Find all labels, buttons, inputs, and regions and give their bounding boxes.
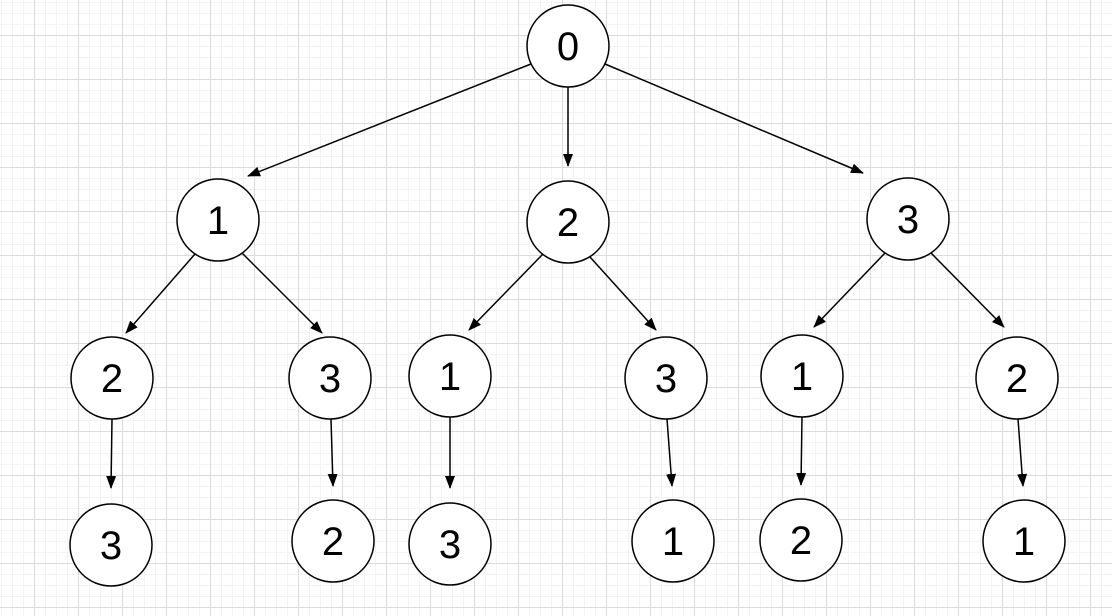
node-circle bbox=[982, 499, 1066, 583]
node-label: 1 bbox=[1013, 520, 1035, 564]
node-label: 3 bbox=[319, 357, 341, 401]
node-label: 2 bbox=[322, 520, 344, 564]
tree-node-n1[interactable]: 1 bbox=[176, 178, 260, 262]
node-circle bbox=[624, 336, 708, 420]
tree-edge-root-to-n3[interactable] bbox=[604, 63, 864, 174]
node-circle bbox=[288, 336, 372, 420]
node-circle bbox=[176, 178, 260, 262]
node-label: 2 bbox=[790, 519, 812, 563]
node-circle bbox=[760, 334, 844, 418]
tree-node-n3-1-2[interactable]: 2 bbox=[759, 498, 843, 582]
tree-edge-n1-to-n1-3[interactable] bbox=[241, 252, 323, 334]
tree-edge-n3-1-to-n3-1-2[interactable] bbox=[796, 416, 807, 486]
node-circle bbox=[526, 180, 610, 264]
node-label: 2 bbox=[1006, 357, 1028, 401]
tree-edge-n3-to-n3-1[interactable] bbox=[813, 252, 886, 328]
tree-node-n1-2-3[interactable]: 3 bbox=[69, 503, 153, 587]
node-circle bbox=[526, 4, 610, 88]
node-label: 1 bbox=[791, 355, 813, 399]
nodes-layer: 0 1 2 3 2 3 1 3 1 2 3 2 3 1 2 1 bbox=[69, 4, 1066, 587]
node-circle bbox=[291, 499, 375, 583]
node-circle bbox=[631, 499, 715, 583]
tree-node-n3[interactable]: 3 bbox=[866, 177, 950, 261]
node-circle bbox=[408, 334, 492, 418]
node-circle bbox=[759, 498, 843, 582]
node-label: 1 bbox=[662, 520, 684, 564]
tree-edge-n1-2-to-n1-2-3[interactable] bbox=[106, 418, 117, 489]
tree-edge-n2-to-n2-1[interactable] bbox=[468, 253, 544, 331]
tree-node-n2-3-1[interactable]: 1 bbox=[631, 499, 715, 583]
node-label: 3 bbox=[439, 523, 461, 567]
tree-edge-n2-3-to-n2-3-1[interactable] bbox=[666, 418, 677, 487]
node-circle bbox=[975, 336, 1059, 420]
node-circle bbox=[70, 336, 154, 420]
tree-node-n2-1[interactable]: 1 bbox=[408, 334, 492, 418]
node-label: 3 bbox=[100, 524, 122, 568]
tree-node-n3-1[interactable]: 1 bbox=[760, 334, 844, 418]
tree-node-n2-1-3[interactable]: 3 bbox=[408, 502, 492, 586]
node-circle bbox=[69, 503, 153, 587]
tree-node-n2[interactable]: 2 bbox=[526, 180, 610, 264]
node-circle bbox=[408, 502, 492, 586]
tree-node-root[interactable]: 0 bbox=[526, 4, 610, 88]
tree-edge-n1-3-to-n1-3-2[interactable] bbox=[327, 418, 338, 487]
tree-node-n1-3-2[interactable]: 2 bbox=[291, 499, 375, 583]
node-label: 2 bbox=[101, 357, 123, 401]
tree-node-n1-3[interactable]: 3 bbox=[288, 336, 372, 420]
tree-node-n2-3[interactable]: 3 bbox=[624, 336, 708, 420]
tree-node-n3-2[interactable]: 2 bbox=[975, 336, 1059, 420]
tree-node-n1-2[interactable]: 2 bbox=[70, 336, 154, 420]
node-label: 0 bbox=[557, 25, 579, 69]
node-label: 1 bbox=[207, 199, 229, 243]
node-label: 3 bbox=[897, 198, 919, 242]
node-label: 1 bbox=[439, 355, 461, 399]
tree-edge-root-to-n1[interactable] bbox=[247, 63, 532, 177]
tree-edge-n3-to-n3-2[interactable] bbox=[930, 252, 1005, 328]
edges-layer bbox=[106, 63, 1028, 489]
node-circle bbox=[866, 177, 950, 261]
tree-node-n3-2-1[interactable]: 1 bbox=[982, 499, 1066, 583]
tree-edge-n2-to-n2-3[interactable] bbox=[589, 256, 657, 331]
tree-edge-n3-2-to-n3-2-1[interactable] bbox=[1017, 418, 1028, 487]
node-label: 2 bbox=[557, 201, 579, 245]
tree-edge-n1-to-n1-2[interactable] bbox=[125, 253, 196, 334]
node-label: 3 bbox=[655, 357, 677, 401]
